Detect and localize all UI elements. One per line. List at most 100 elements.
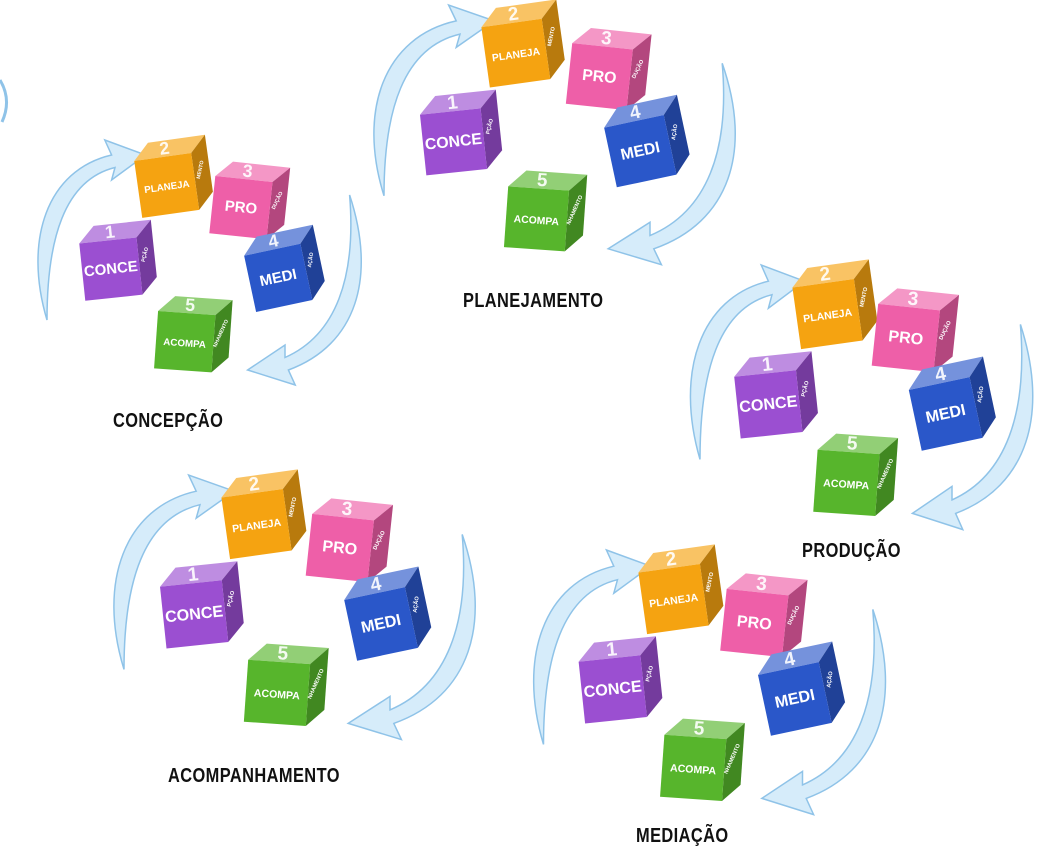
cube-front-face: [813, 449, 880, 517]
cube-side-face: [541, 0, 565, 80]
cube-top-face: [344, 566, 419, 601]
cube-front-face: [578, 655, 647, 724]
cube-front-face: [243, 659, 311, 727]
cube-side-face: [404, 566, 432, 648]
cube-front-face: [79, 237, 143, 301]
cube-side-face: [663, 94, 690, 175]
cube-top-face: [664, 718, 745, 740]
cube-front-face: [344, 587, 418, 661]
cube-top-face: [878, 288, 960, 311]
cube-side-face: [853, 259, 878, 341]
cube-number: 3: [907, 288, 920, 310]
cube-number: 4: [266, 230, 280, 252]
edge-arrow-fragment: [0, 79, 8, 123]
cube-left-word: CONCE: [83, 258, 138, 281]
cube-number: 1: [446, 91, 459, 113]
cube-side-face: [300, 224, 325, 301]
cube-front-face: [908, 377, 983, 451]
cube-side-face: [933, 294, 960, 373]
cube-front-face: [481, 18, 551, 88]
cube-side-face: [191, 134, 213, 210]
cube-side-face: [875, 437, 899, 517]
cube-side-face: [640, 636, 663, 718]
cube-side-face: [818, 641, 846, 723]
cube-right-word: MENTO: [288, 496, 298, 517]
stage-label-concepcao: CONCEPÇÃO: [113, 410, 224, 432]
cube-side-face: [282, 469, 307, 551]
cube-number: 1: [187, 564, 200, 586]
cube-left-word: PRO: [736, 612, 773, 634]
cube-top-face: [79, 219, 151, 244]
cube-left-word: ACOMPA: [823, 477, 870, 492]
cube-front-face: [419, 108, 487, 176]
cube-right-word: AÇÃO: [825, 670, 834, 688]
stage-label-mediacao: MEDIAÇÃO: [636, 825, 729, 847]
cube-side-face: [211, 300, 233, 373]
stage-label-producao: PRODUÇÃO: [802, 540, 901, 562]
cube-top-face: [604, 94, 677, 128]
cycle-arrow-down: [910, 324, 1034, 531]
cube-front-face: [720, 588, 789, 658]
cube-right-word: MENTO: [196, 160, 206, 179]
cube-top-face: [419, 89, 496, 115]
cube-front-face: [758, 662, 832, 736]
cycle-arrow-down: [346, 534, 476, 741]
cube-top-face: [508, 170, 588, 191]
cube-front-face: [638, 563, 709, 635]
cube-front-face: [154, 311, 216, 373]
cycle-arrow-down: [606, 63, 736, 266]
cube-number: 5: [693, 718, 705, 740]
cube-top-face: [792, 259, 869, 288]
cube-side-face: [305, 647, 329, 727]
cube-top-face: [578, 636, 656, 662]
cube-side-face: [266, 167, 291, 240]
cube-left-word: ACOMPA: [513, 214, 559, 228]
cube-number: 3: [341, 498, 354, 520]
cube-side-face: [699, 544, 724, 626]
cube-left-word: ACOMPA: [670, 762, 717, 777]
cube-side-face: [969, 356, 996, 438]
cube-right-word: MENTO: [859, 286, 869, 307]
cube-left-word: ACOMPA: [253, 687, 300, 702]
cube-number: 3: [755, 573, 768, 595]
cube-top-face: [908, 356, 983, 391]
cube-top-face: [726, 573, 808, 596]
cube-front-face: [305, 513, 374, 583]
cube-front-face: [604, 115, 677, 188]
cube-left-word: ACOMPA: [163, 337, 206, 351]
cube-side-face: [722, 722, 745, 802]
cycle-arrow-up: [689, 263, 806, 460]
cube-front-face: [871, 303, 940, 373]
cube-number: 2: [664, 549, 677, 571]
cube-front-face: [160, 580, 229, 649]
cycle-arrow-up: [373, 3, 496, 197]
cube-side-face: [221, 561, 244, 643]
cube-top-face: [734, 351, 812, 377]
cube-top-face: [134, 134, 205, 161]
cube-number: 5: [846, 433, 858, 455]
cube-number: 2: [158, 138, 171, 159]
cube-front-face: [221, 488, 292, 560]
cube-right-word: AÇÃO: [306, 252, 315, 268]
cube-number: 2: [247, 474, 260, 496]
cube-side-face: [136, 219, 157, 295]
cube-number: 1: [104, 221, 116, 242]
cube-front-face: [792, 278, 863, 350]
